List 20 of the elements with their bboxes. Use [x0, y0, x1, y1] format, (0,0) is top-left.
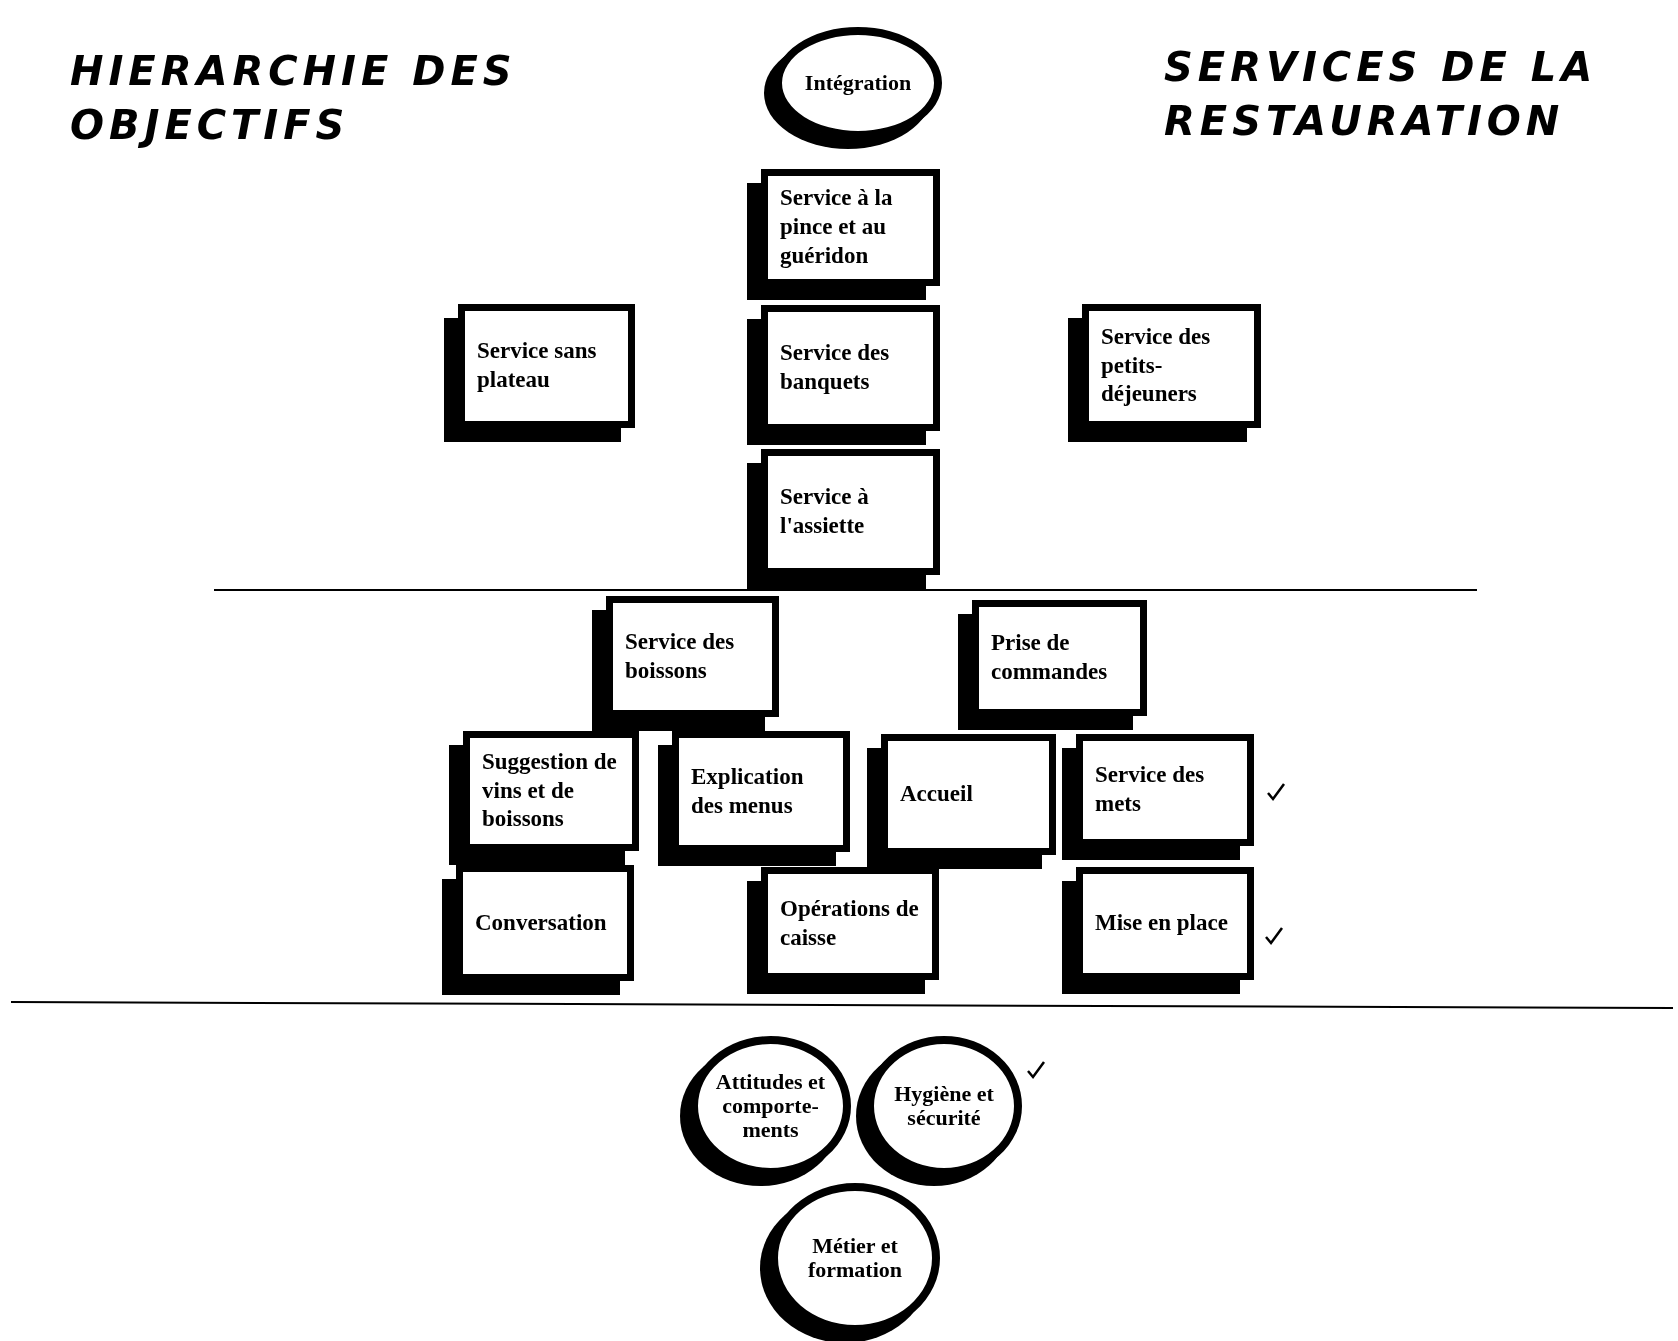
node-label: Accueil [900, 780, 973, 809]
node-label: Service des mets [1095, 761, 1206, 818]
node-label: Suggestion de vins et de boissons [482, 747, 618, 834]
node-label: Service à l'assiette [780, 483, 870, 540]
title: HIERARCHIE DES OBJECTIFS [70, 47, 518, 150]
node-label: Opérations de caisse [780, 894, 920, 952]
node-label: Intégration [804, 70, 912, 96]
node-label: Attitudes et comporte-ments [714, 1069, 827, 1143]
node-label: Service sans plateau [477, 337, 598, 394]
node-label: Métier et formation [806, 1233, 904, 1283]
node-label: Service des banquets [780, 339, 891, 396]
node-label: Service des petits-déjeuners [1101, 322, 1212, 409]
node-label: Conversation [475, 908, 607, 937]
node-label: Hygiène et sécurité [893, 1081, 995, 1131]
node-label: Prise de commandes [991, 629, 1109, 686]
node-label: Service des boissons [625, 627, 736, 685]
heading: SERVICES DE LA RESTAURATION [1164, 43, 1599, 146]
node-label: Service à la pince et au guéridon [780, 184, 894, 270]
node-label: Explication des menus [691, 762, 805, 820]
node-label: Mise en place [1095, 909, 1228, 938]
